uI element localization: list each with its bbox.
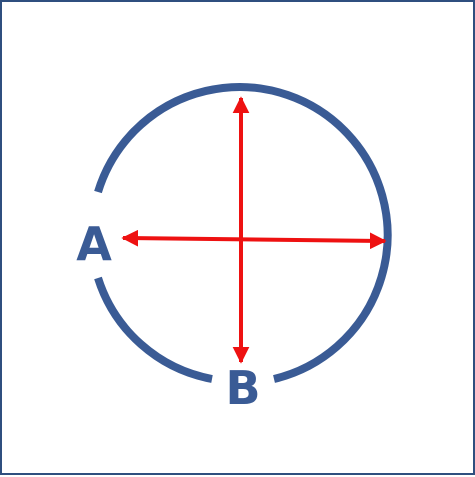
circle-arc xyxy=(94,83,392,383)
circle-arc-lower-left xyxy=(94,276,213,383)
point-a-label: A xyxy=(76,217,112,271)
horizontal-arrow xyxy=(121,229,387,250)
point-b-label: B xyxy=(225,361,260,415)
